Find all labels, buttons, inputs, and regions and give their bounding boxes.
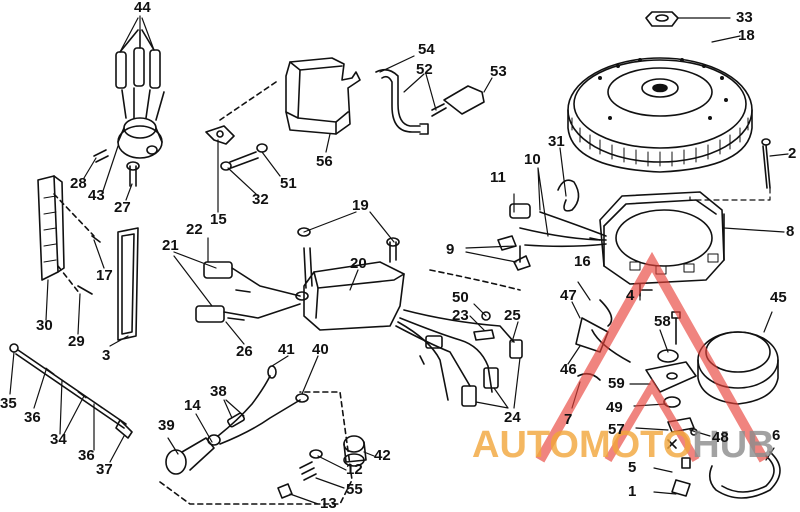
callout-6: 6: [772, 427, 781, 444]
retaining-ring: [671, 451, 781, 499]
watermark-logo: [535, 251, 769, 463]
callout-42: 42: [374, 447, 391, 464]
callout-48: 48: [712, 429, 729, 446]
watermark-text-part1: AUTOMOTO: [472, 424, 693, 466]
module-wiring: [395, 309, 523, 407]
terminal-cover: [37, 175, 101, 295]
callout-41: 41: [278, 341, 295, 358]
callout-29: 29: [68, 333, 85, 350]
callout-32: 32: [252, 191, 269, 208]
callout-36a: 36: [24, 409, 41, 426]
callout-45: 45: [770, 289, 787, 306]
callout-17: 17: [96, 267, 113, 284]
callout-39: 39: [158, 417, 175, 434]
callout-15: 15: [210, 211, 227, 228]
rectifier: [93, 29, 165, 187]
callout-4: 4: [626, 287, 635, 304]
stator: [589, 191, 725, 285]
callout-16: 16: [574, 253, 591, 270]
callout-47: 47: [560, 287, 577, 304]
spark-plug-leads: [375, 68, 485, 135]
callout-9: 9: [446, 241, 455, 258]
callout-25: 25: [504, 307, 521, 324]
callout-7: 7: [564, 411, 573, 428]
callout-35: 35: [0, 395, 17, 412]
callout-38: 38: [210, 383, 227, 400]
callout-2: 2: [788, 145, 797, 162]
callout-8: 8: [786, 223, 795, 240]
callout-55: 55: [346, 481, 363, 498]
switch-wiring: [159, 365, 353, 505]
ignition-coil: [285, 57, 361, 135]
callout-50: 50: [452, 289, 469, 306]
small-parts: [277, 435, 367, 499]
callout-12: 12: [346, 461, 363, 478]
callout-10: 10: [524, 151, 541, 168]
callout-30: 30: [36, 317, 53, 334]
callout-20: 20: [350, 255, 367, 272]
screw-2: [761, 138, 771, 189]
ignition-module: [295, 227, 405, 331]
callout-11: 11: [490, 169, 506, 186]
callout-14: 14: [184, 397, 201, 414]
callout-44: 44: [134, 0, 151, 16]
callout-54: 54: [418, 41, 435, 58]
callout-49: 49: [606, 399, 623, 416]
callout-33: 33: [736, 9, 753, 26]
callout-43: 43: [88, 187, 105, 204]
strip-3: [117, 227, 139, 341]
flywheel-nut: [645, 11, 679, 27]
callout-46: 46: [560, 361, 577, 378]
callout-59: 59: [608, 375, 625, 392]
callout-28: 28: [70, 175, 87, 192]
watermark-text: AUTOMOTOHUB: [472, 426, 775, 464]
callout-22: 22: [186, 221, 203, 238]
callout-56: 56: [316, 153, 333, 170]
callout-57: 57: [608, 421, 625, 438]
callout-58: 58: [654, 313, 671, 330]
leader-line: [429, 269, 521, 291]
callout-40: 40: [312, 341, 329, 358]
callout-51: 51: [280, 175, 297, 192]
callout-24: 24: [504, 409, 521, 426]
clip-31: [557, 179, 580, 212]
flywheel: [567, 57, 753, 173]
callout-3: 3: [102, 347, 111, 364]
callout-19: 19: [352, 197, 369, 214]
callout-13: 13: [320, 495, 337, 512]
callout-23: 23: [452, 307, 469, 324]
callout-1: 1: [628, 483, 637, 500]
module-connectors: [195, 261, 301, 323]
callout-27: 27: [114, 199, 131, 216]
callout-52: 52: [416, 61, 433, 78]
callout-31: 31: [548, 133, 565, 150]
callout-26: 26: [236, 343, 253, 360]
callout-37: 37: [96, 461, 113, 478]
callout-21: 21: [162, 237, 179, 254]
ground-wire: [9, 343, 133, 439]
callout-5: 5: [628, 459, 637, 476]
watermark-text-part2: HUB: [692, 424, 775, 466]
callout-34: 34: [50, 431, 67, 448]
callout-36b: 36: [78, 447, 95, 464]
callout-18: 18: [738, 27, 755, 44]
callout-53: 53: [490, 63, 507, 80]
